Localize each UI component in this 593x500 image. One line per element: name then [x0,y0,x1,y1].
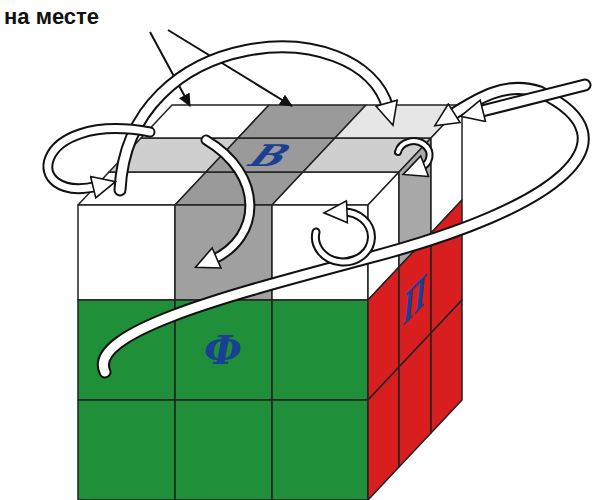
face-letter: Ф [204,330,242,370]
note-label: на месте [4,6,99,28]
